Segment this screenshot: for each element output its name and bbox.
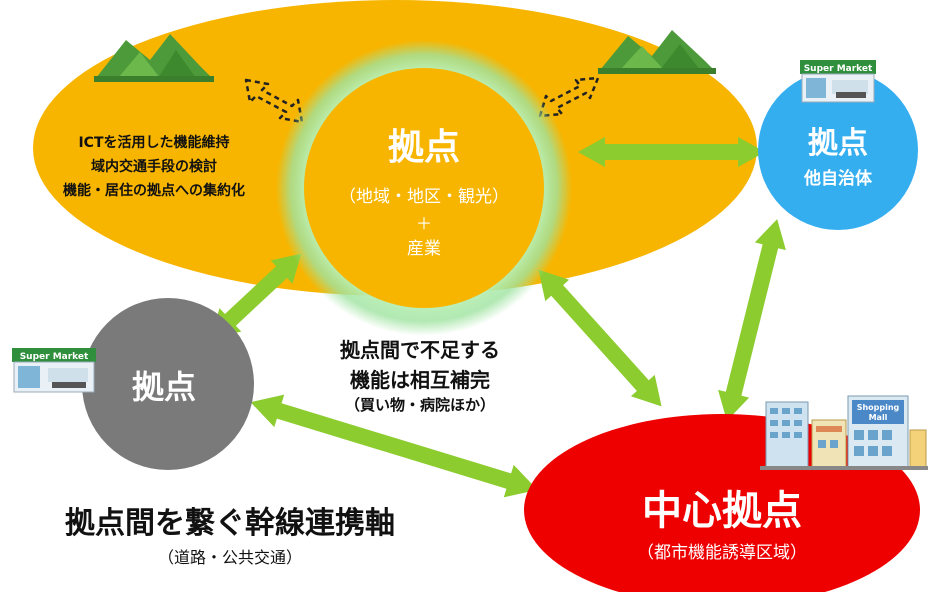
mountain-icon-right bbox=[598, 30, 716, 74]
hub-industry: 産業 bbox=[407, 239, 441, 259]
region-note-1: ICTを活用した機能維持 bbox=[78, 135, 230, 151]
left-node bbox=[82, 298, 254, 470]
dashed-arrow-right bbox=[538, 76, 600, 118]
supermarket-icon-right: Super Market bbox=[800, 60, 876, 103]
arrow-hub-to-center-node bbox=[538, 269, 662, 407]
hub-title: 拠点 bbox=[387, 127, 460, 168]
svg-text:Mall: Mall bbox=[869, 413, 888, 422]
hub-plus: ＋ bbox=[415, 214, 432, 233]
right-node-subtitle: 他自治体 bbox=[804, 169, 872, 189]
left-node-label: 拠点 bbox=[131, 368, 196, 406]
supermarket-icon-left: Super Market bbox=[12, 348, 96, 393]
mountain-icon-left bbox=[94, 34, 214, 82]
region-note-3: 機能・居住の拠点への集約化 bbox=[63, 183, 245, 199]
arrow-left-node-to-center-node bbox=[250, 394, 538, 498]
right-node bbox=[758, 70, 918, 230]
hub-node bbox=[304, 68, 544, 308]
center-node-title: 中心拠点 bbox=[642, 488, 802, 534]
middle-text-line1: 拠点間で不足する bbox=[340, 338, 500, 362]
svg-text:Super Market: Super Market bbox=[20, 352, 89, 362]
middle-text-line2: 機能は相互補完 bbox=[350, 368, 490, 392]
arrow-right-node-to-center-node bbox=[718, 219, 786, 421]
svg-text:Shopping: Shopping bbox=[857, 403, 900, 412]
arrow-hub-to-left-node bbox=[210, 253, 302, 339]
hub-subtitle: （地域・地区・観光） bbox=[339, 187, 509, 207]
center-node-subtitle: （都市機能誘導区域） bbox=[637, 543, 807, 563]
svg-text:Super Market: Super Market bbox=[804, 64, 873, 74]
right-node-title: 拠点 bbox=[808, 126, 868, 161]
arrow-hub-to-right-node bbox=[578, 137, 765, 167]
arrows bbox=[210, 137, 786, 498]
middle-text-line3: （買い物・病院ほか） bbox=[344, 396, 495, 414]
dashed-arrow-left bbox=[244, 78, 304, 124]
shopping-mall-icon: Shopping Mall bbox=[760, 395, 928, 470]
region-note-2: 域内交通手段の検討 bbox=[91, 159, 217, 175]
axis-subtitle: （道路・公共交通） bbox=[157, 548, 302, 567]
axis-title: 拠点間を繋ぐ幹線連携軸 bbox=[65, 506, 395, 541]
